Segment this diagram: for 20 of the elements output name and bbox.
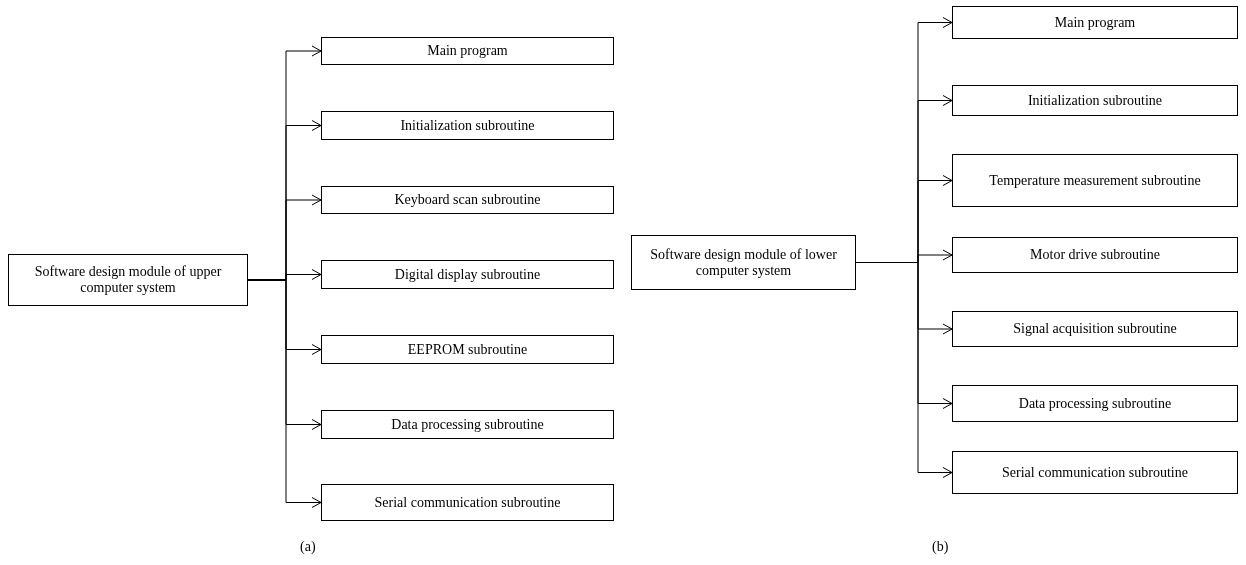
process-box: Digital display subroutine [321,260,614,289]
process-box: Main program [321,37,614,65]
panel-label: (b) [932,539,949,555]
process-box: EEPROM subroutine [321,335,614,364]
process-box: Software design module of upper computer system [8,254,248,306]
process-box: Main program [952,6,1238,39]
process-box: Serial communication subroutine [321,484,614,521]
process-box: Keyboard scan subroutine [321,186,614,214]
process-box: Initialization subroutine [321,111,614,140]
process-box: Temperature measurement subroutine [952,154,1238,207]
process-box: Serial communication subroutine [952,451,1238,494]
process-box: Data processing subroutine [952,385,1238,422]
panel-label: (a) [300,539,316,555]
process-box: Initialization subroutine [952,85,1238,116]
process-box: Data processing subroutine [321,410,614,439]
process-box: Signal acquisition subroutine [952,311,1238,347]
arrow [247,279,322,508]
process-box: Software design module of lower computer system [631,235,856,290]
process-box: Motor drive subroutine [952,237,1238,273]
arrow [855,262,953,478]
